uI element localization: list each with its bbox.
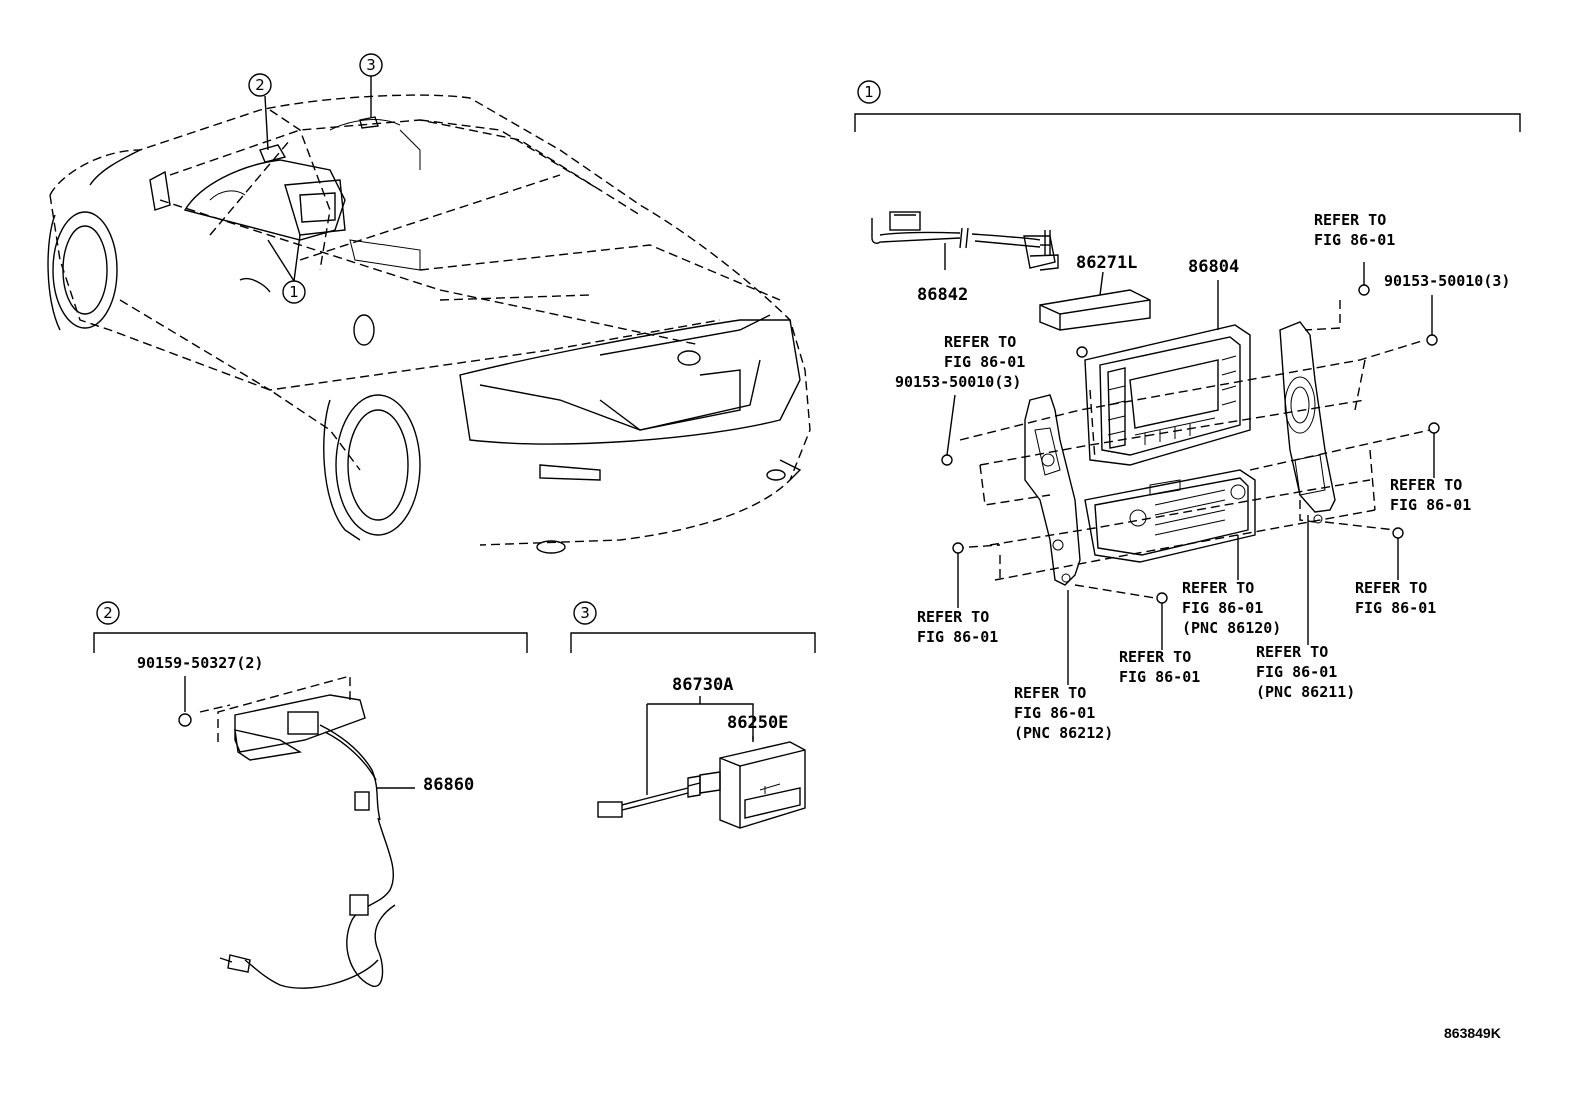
- label-86860: 86860: [423, 775, 474, 795]
- refer-to-label: REFER TO: [1014, 684, 1086, 702]
- callout-2-car: 2: [248, 73, 272, 97]
- antenna-module-86860: [178, 675, 415, 989]
- label-86804: 86804: [1188, 257, 1239, 277]
- section-1-header: 1: [854, 80, 1521, 132]
- svg-text:1: 1: [289, 283, 299, 301]
- callout-3-car: 3: [359, 53, 383, 77]
- display-unit-86804: [1084, 280, 1251, 466]
- refer-to-label: REFER TO: [1256, 643, 1328, 661]
- section-2-header: 2: [93, 601, 528, 653]
- refer-to-label: REFER TO: [1119, 648, 1191, 666]
- fig-ref-label: FIG 86-01: [944, 353, 1025, 371]
- svg-text:3: 3: [366, 56, 376, 74]
- label-86250E: 86250E: [727, 713, 788, 733]
- refer-to-label: REFER TO: [1182, 579, 1254, 597]
- svg-text:1: 1: [864, 83, 874, 101]
- label-86271L: 86271L: [1076, 253, 1137, 273]
- cable-86842: [871, 211, 1059, 271]
- fig-ref-label: FIG 86-01: [1014, 704, 1095, 722]
- head-unit: [1084, 469, 1256, 563]
- label-90153-right: 90153-50010(3): [1384, 272, 1510, 290]
- fig-ref-label: FIG 86-01: [1314, 231, 1395, 249]
- fig-ref-label: FIG 86-01: [1256, 663, 1337, 681]
- refer-to-label: REFER TO: [917, 608, 989, 626]
- leader-lines: [1067, 515, 1309, 685]
- refer-to-label: REFER TO: [1355, 579, 1427, 597]
- usb-adapter-86250E: [597, 696, 806, 829]
- bracket-right: [1279, 321, 1336, 524]
- fig-ref-label: FIG 86-01: [1355, 599, 1436, 617]
- pnc-label: (PNC 86211): [1256, 683, 1355, 701]
- label-90153-left: 90153-50010(3): [895, 373, 1021, 391]
- pnc-label: (PNC 86120): [1182, 619, 1281, 637]
- figure-code: 863849K: [1444, 1025, 1501, 1041]
- fig-ref-label: FIG 86-01: [1119, 668, 1200, 686]
- callout-1-car: 1: [282, 280, 306, 304]
- car-overview-illustration: [47, 76, 811, 554]
- assembly-dashed-lines: [954, 300, 1431, 599]
- bracket-left: [1024, 394, 1081, 586]
- label-86842: 86842: [917, 285, 968, 305]
- refer-to-label: REFER TO: [944, 333, 1016, 351]
- svg-text:3: 3: [580, 604, 590, 622]
- fig-ref-label: FIG 86-01: [1182, 599, 1263, 617]
- svg-text:2: 2: [255, 76, 265, 94]
- label-90159: 90159-50327(2): [137, 654, 263, 672]
- section-3-header: 3: [570, 601, 816, 653]
- fig-ref-label: FIG 86-01: [1390, 496, 1471, 514]
- pnc-label: (PNC 86212): [1014, 724, 1113, 742]
- fig-ref-label: FIG 86-01: [917, 628, 998, 646]
- module-86271L: [1039, 271, 1151, 331]
- label-86730A: 86730A: [672, 675, 733, 695]
- refer-to-label: REFER TO: [1314, 211, 1386, 229]
- svg-text:2: 2: [103, 604, 113, 622]
- refer-to-label: REFER TO: [1390, 476, 1462, 494]
- screw-icon: [941, 262, 1440, 650]
